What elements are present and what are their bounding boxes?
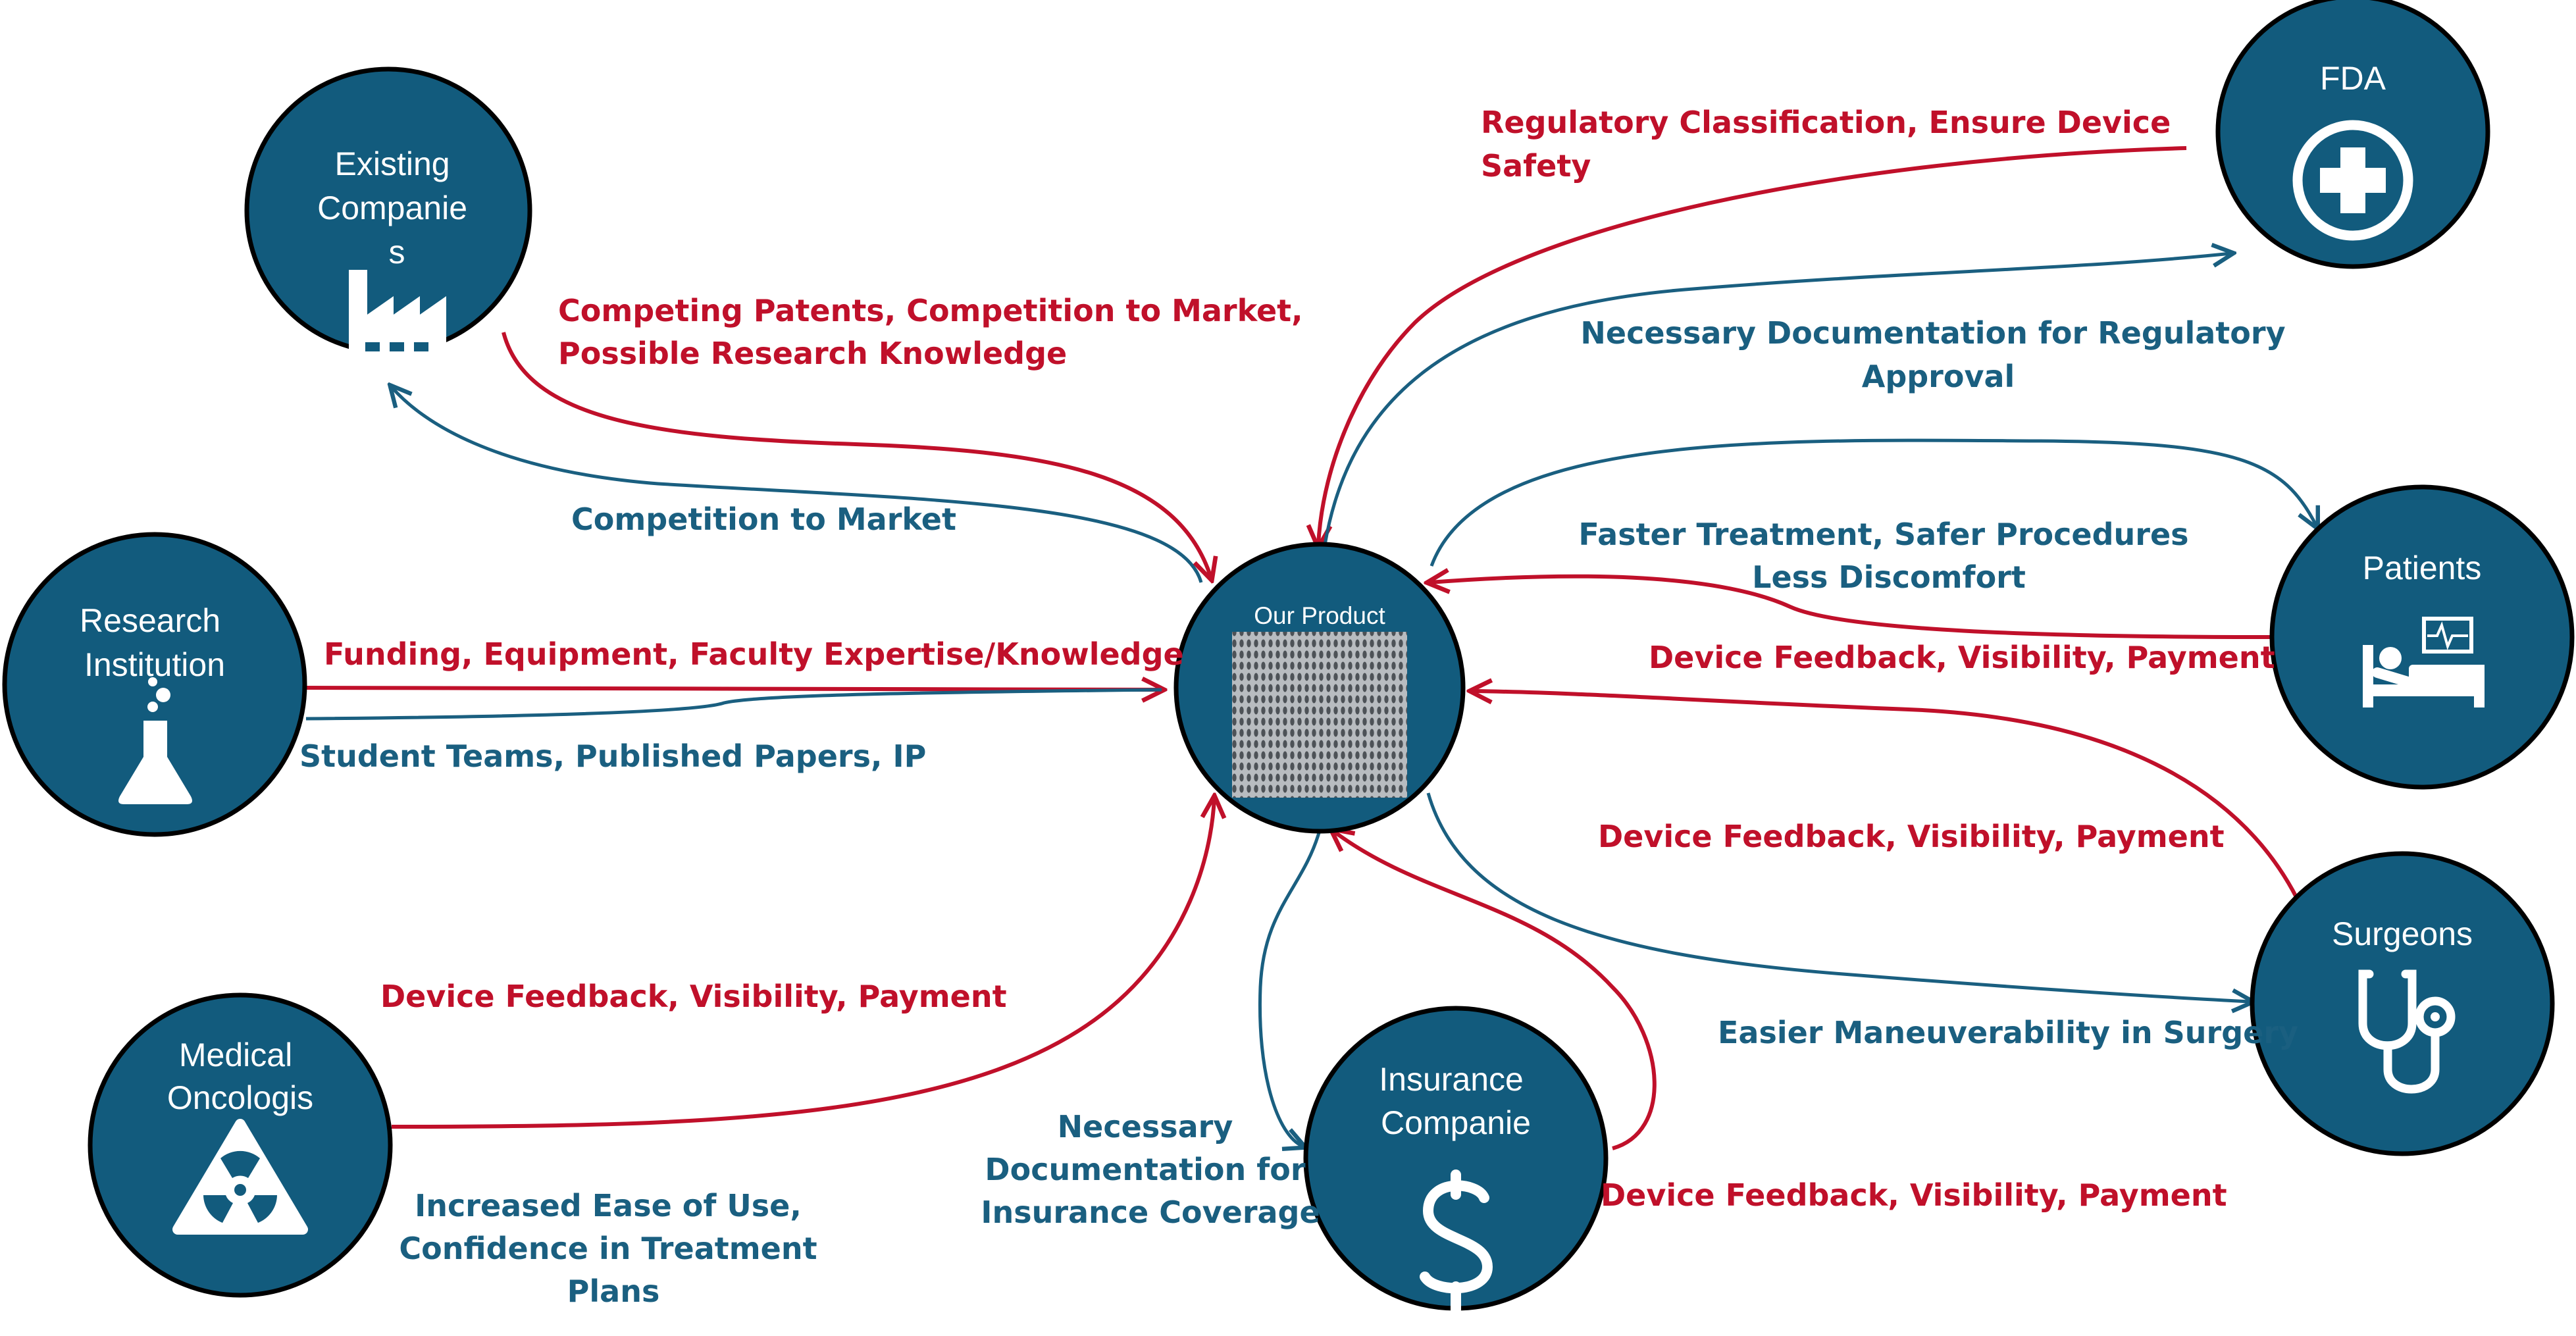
label-product-to-patients: Faster Treatment, Safer Procedures Less … <box>1578 517 2199 595</box>
arrow-surgeons-to-product <box>1472 691 2299 900</box>
node-medical-oncologists-label: Medical Oncologis <box>167 1037 313 1116</box>
node-our-product-label: Our Product <box>1254 602 1385 629</box>
label-product-to-surgeons: Easier Maneuverability in Surgery <box>1718 1015 2298 1050</box>
label-surgeons-to-product: Device Feedback, Visibility, Payment <box>1598 819 2225 854</box>
stethoscope-icon <box>2358 969 2456 1094</box>
arrow-product-to-insurance <box>1258 830 1322 1146</box>
arrow-research-to-product <box>303 688 1162 690</box>
factory-icon <box>349 270 446 362</box>
arrow-patients-to-product <box>1430 577 2271 639</box>
label-product-to-oncologists: Increased Ease of Use, Confidence in Tre… <box>399 1188 827 1309</box>
node-medical-oncologists: Medical Oncologis <box>88 992 393 1298</box>
arrow-oncologists-to-product <box>391 798 1214 1129</box>
node-surgeons-label: Surgeons <box>2332 915 2473 952</box>
node-our-product: Our Product <box>1173 542 1466 834</box>
label-patients-to-product: Device Feedback, Visibility, Payment <box>1649 640 2275 675</box>
flask-icon <box>118 677 192 804</box>
hospital-bed-icon <box>2363 617 2485 707</box>
arrow-product-to-patients <box>1430 438 2317 567</box>
label-product-to-research: Student Teams, Published Papers, IP <box>299 738 926 774</box>
label-research-to-product: Funding, Equipment, Faculty Expertise/Kn… <box>324 636 1184 672</box>
label-product-to-insurance: Necessary Documentation for Insurance Co… <box>981 1109 1320 1230</box>
node-existing-companies-label: Existing Companie s <box>317 145 477 270</box>
node-surgeons: Surgeons <box>2250 851 2555 1156</box>
label-product-to-existing: Competition to Market <box>571 501 956 537</box>
radiation-icon <box>172 1119 308 1235</box>
label-oncologists-to-product: Device Feedback, Visibility, Payment <box>380 979 1007 1014</box>
product-mesh-image <box>1232 632 1407 798</box>
label-existing-to-product: Competing Patents, Competition to Market… <box>558 293 1314 371</box>
node-fda-label: FDA <box>2320 60 2386 97</box>
arrow-product-to-research <box>305 688 1162 721</box>
node-fda: FDA <box>2215 0 2490 269</box>
medical-cross-icon <box>2292 120 2413 241</box>
node-insurance-companies: Insurance Companie <box>1303 1006 1609 1315</box>
arrow-insurance-to-product <box>1333 831 1657 1150</box>
node-existing-companies: Existing Companie s <box>244 66 532 362</box>
node-research-institution: Research Institution <box>2 532 307 837</box>
label-insurance-to-product: Device Feedback, Visibility, Payment <box>1601 1177 2227 1213</box>
node-patients: Patients <box>2269 484 2575 790</box>
label-fda-to-product: Regulatory Classification, Ensure Device… <box>1481 105 2181 184</box>
label-product-to-fda: Necessary Documentation for Regulatory A… <box>1580 315 2296 394</box>
node-insurance-companies-label: Insurance Companie <box>1379 1061 1533 1141</box>
arrow-fda-to-product <box>1318 146 2187 545</box>
node-research-institution-label: Research Institution <box>80 602 230 683</box>
arrow-existing-to-product <box>502 332 1211 578</box>
dollar-icon <box>1420 1169 1493 1315</box>
node-patients-label: Patients <box>2363 550 2482 586</box>
arrow-product-to-fda <box>1323 253 2231 546</box>
arrow-product-to-existing <box>392 387 1203 583</box>
arrow-product-to-surgeons <box>1426 792 2251 1002</box>
